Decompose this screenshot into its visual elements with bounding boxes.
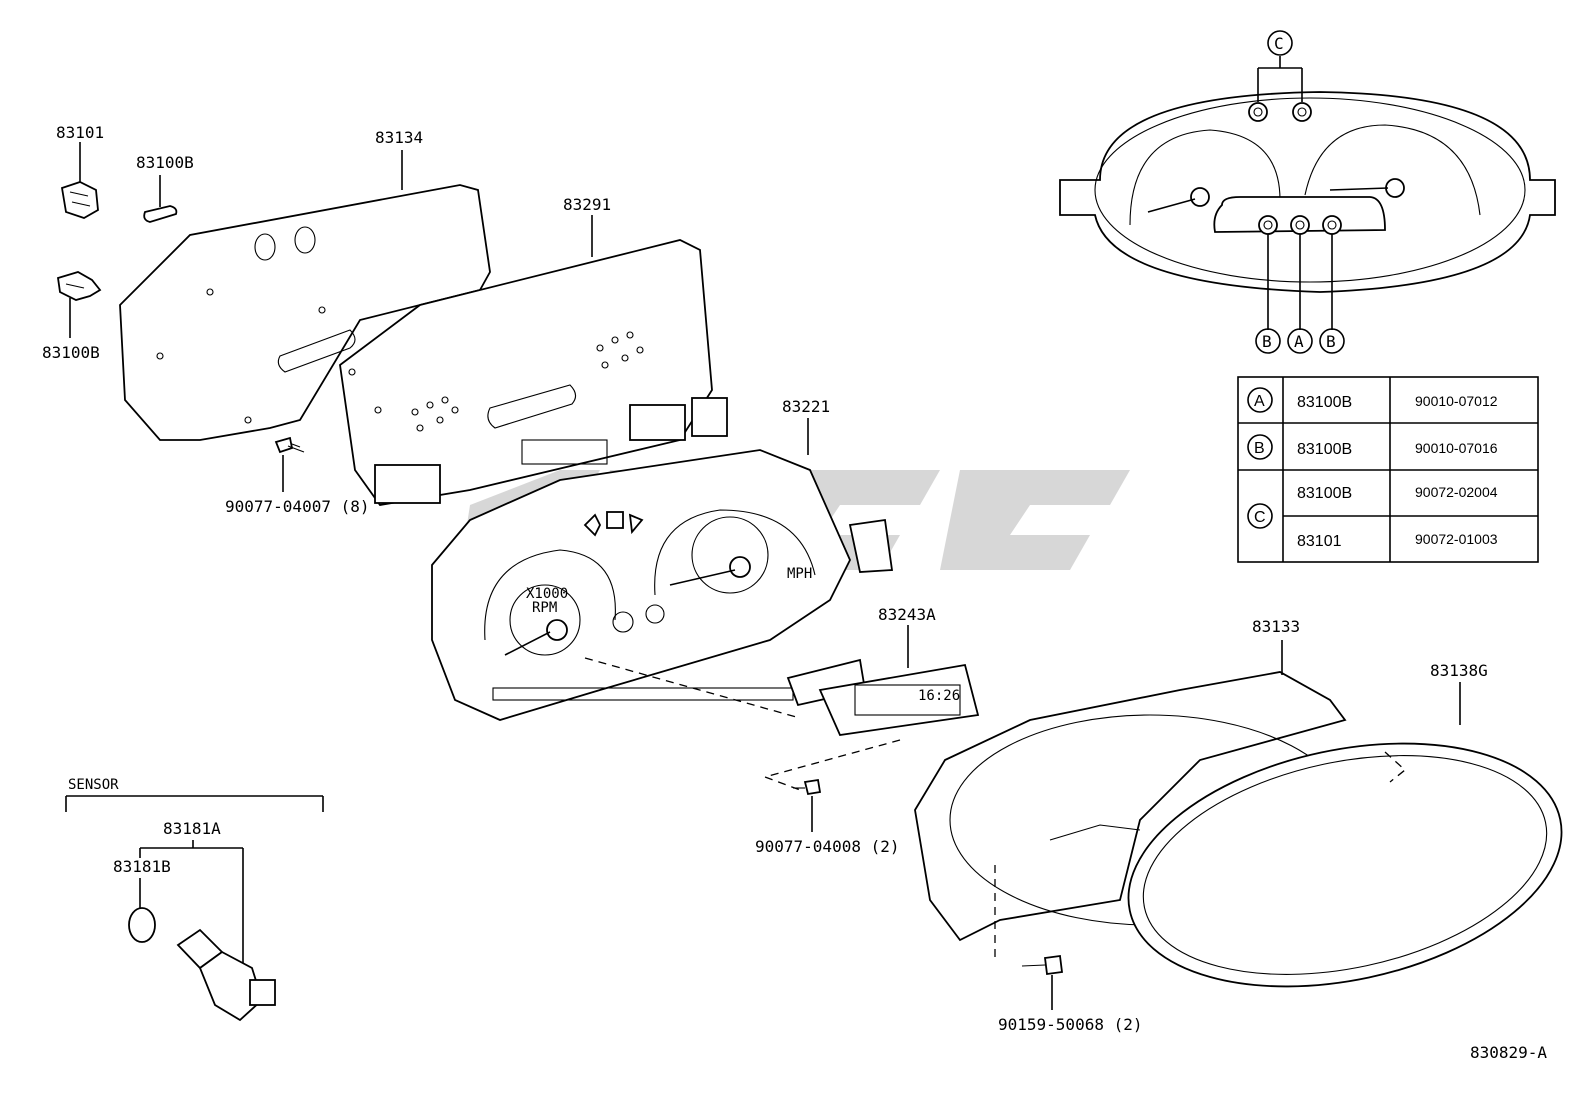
sensor-title: SENSOR (68, 777, 119, 793)
bulb-socket-83100b-bottom (56, 271, 102, 301)
callout-b-left: B (1262, 332, 1272, 351)
speed-sensor-83181a (176, 928, 276, 1022)
screw-90159-50068 (1021, 954, 1064, 976)
label-83100b-bottom: 83100B (42, 343, 100, 362)
drawing-number: 830829-A (1470, 1043, 1547, 1062)
o-ring-83181b (128, 907, 156, 943)
label-83243a: 83243A (878, 605, 936, 624)
bulb-83100b-top (143, 205, 178, 223)
table-number-1: 90010-07012 (1415, 393, 1498, 409)
table-key-b: B (1254, 440, 1265, 457)
label-83101: 83101 (56, 123, 104, 142)
screw-90077-04007 (274, 436, 305, 454)
table-part-4: 83101 (1297, 533, 1342, 550)
label-screw-90077-04008: 90077-04008 (2) (755, 837, 900, 856)
label-83100b-top: 83100B (136, 153, 194, 172)
label-83221: 83221 (782, 397, 830, 416)
table-key-a: A (1254, 393, 1265, 410)
callout-b-right: B (1326, 332, 1336, 351)
label-83291: 83291 (563, 195, 611, 214)
mph-unit-label: MPH (787, 566, 812, 582)
table-part-1: 83100B (1297, 394, 1352, 411)
bulb-table: A B C 83100B 83100B 83100B 83101 90010-0… (1237, 376, 1539, 563)
label-83133: 83133 (1252, 617, 1300, 636)
display-module-83243a (786, 658, 980, 736)
label-83181b: 83181B (113, 857, 171, 876)
label-83181a: 83181A (163, 819, 221, 838)
rpm-unit-label: RPM (532, 600, 557, 616)
callout-a-mid: A (1294, 332, 1304, 351)
lens-83138g (1127, 742, 1563, 988)
screw-90077-04008 (793, 778, 822, 796)
circuit-board-83291 (339, 239, 728, 506)
callout-c: C (1274, 34, 1284, 53)
cluster-front-view (1059, 91, 1556, 293)
table-number-2: 90010-07016 (1415, 440, 1498, 456)
label-screw-90077-04007: 90077-04007 (8) (225, 497, 370, 516)
plate-83134 (119, 184, 491, 441)
cluster-housing-83221 (431, 449, 894, 721)
table-number-3: 90072-02004 (1415, 484, 1498, 500)
label-83138g: 83138G (1430, 661, 1488, 680)
table-part-3: 83100B (1297, 485, 1352, 502)
rpm-scale-label: X1000 (526, 586, 568, 602)
table-part-2: 83100B (1297, 441, 1352, 458)
clock-readout: 16:26 (918, 688, 960, 704)
table-key-c: C (1254, 509, 1266, 526)
label-screw-90159-50068: 90159-50068 (2) (998, 1015, 1143, 1034)
label-83134: 83134 (375, 128, 423, 147)
bulb-socket-83101 (60, 181, 99, 219)
table-number-4: 90072-01003 (1415, 531, 1498, 547)
